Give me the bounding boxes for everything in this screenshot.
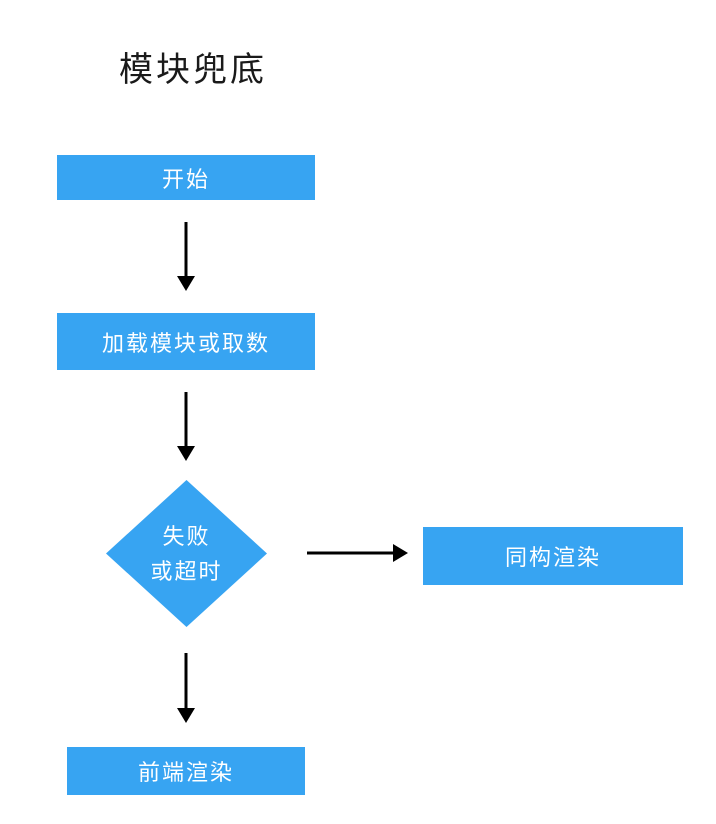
node-decision-fail-or-timeout: 失败 或超时 [106, 480, 267, 627]
node-start-label: 开始 [161, 166, 210, 192]
node-isomorphic-render: 同构渲染 [423, 527, 683, 585]
arrow-start-to-load [177, 222, 195, 291]
node-load-module: 加载模块或取数 [57, 313, 315, 370]
arrow-load-to-decision [177, 392, 195, 461]
node-isomorphic-render-label: 同构渲染 [504, 545, 601, 570]
arrow-decision-to-ssr [307, 544, 408, 562]
node-decision-label-line2: 或超时 [150, 558, 223, 584]
node-frontend-render-label: 前端渲染 [137, 760, 234, 785]
page-title: 模块兜底 [119, 51, 267, 89]
node-decision-label-line1: 失败 [162, 523, 211, 549]
node-frontend-render: 前端渲染 [67, 747, 305, 795]
arrow-decision-to-csr [177, 653, 195, 723]
node-load-module-label: 加载模块或取数 [101, 330, 270, 356]
node-start: 开始 [57, 155, 315, 200]
